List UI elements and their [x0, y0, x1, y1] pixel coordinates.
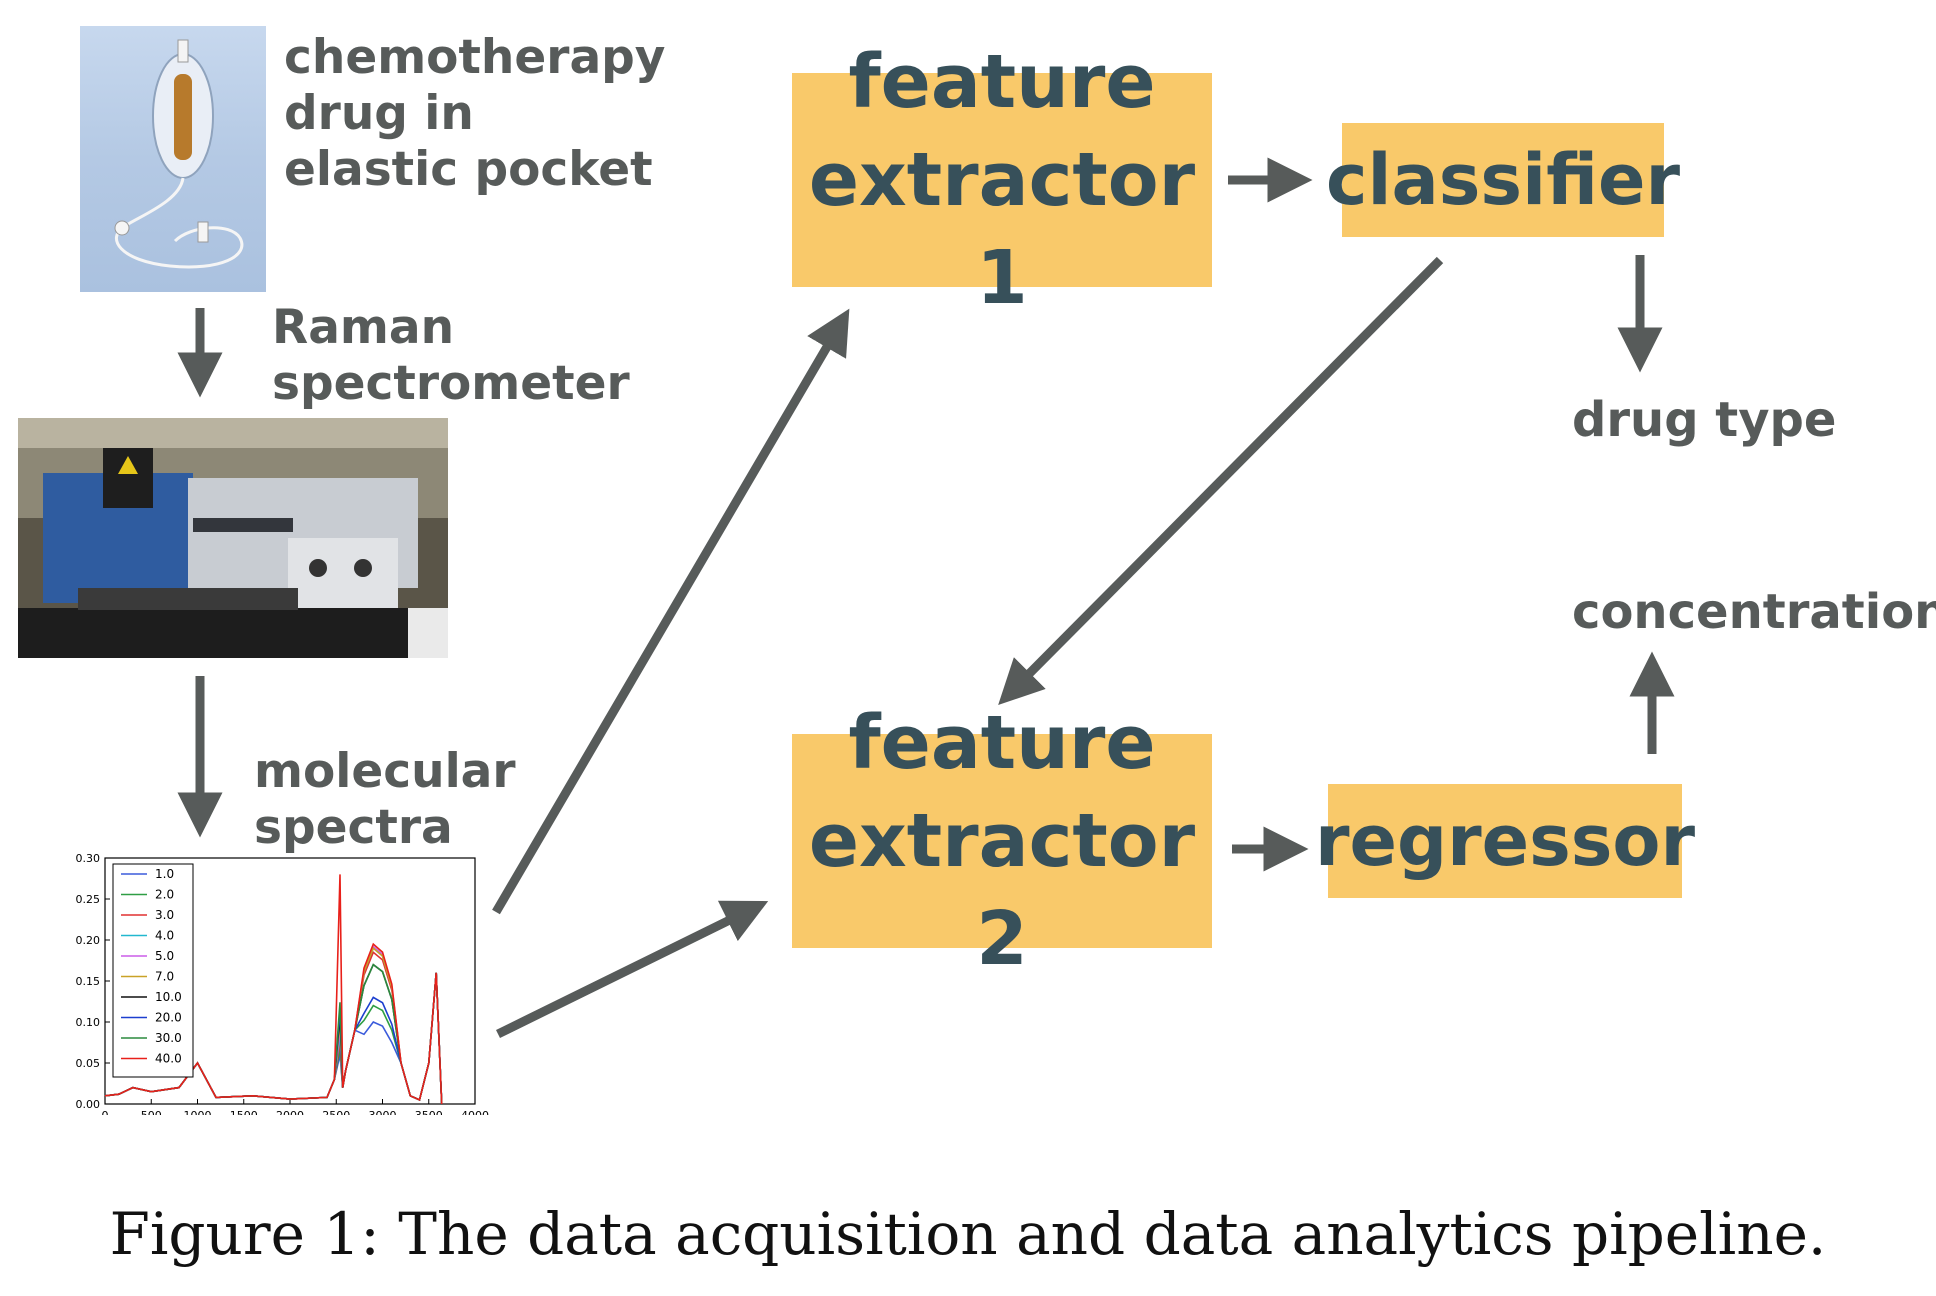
y-tick-label: 0.05: [76, 1057, 101, 1070]
x-tick-label: 500: [141, 1109, 162, 1115]
drug-pocket-photo: [80, 26, 266, 292]
y-tick-label: 0.25: [76, 893, 101, 906]
regressor-box: regressor: [1315, 784, 1695, 898]
spectra-label: molecular spectra: [254, 744, 516, 855]
legend-label: 3.0: [155, 908, 174, 922]
molecular-spectra-chart: 0.00 0.05 0.10 0.15 0.20 0.25 0.30 0 500 1000 1500…: [76, 852, 490, 1115]
x-tick-label: 1500: [230, 1109, 258, 1115]
arrow-spectra-to-fe2: [496, 900, 769, 1039]
concentration-label: concentration: [1572, 584, 1936, 640]
y-tick-label: 0.00: [76, 1098, 101, 1111]
x-tick-label: 4000: [461, 1109, 489, 1115]
x-tick-label: 3500: [415, 1109, 443, 1115]
feature-extractor-1-box: feature extractor 1: [792, 39, 1212, 321]
y-tick-label: 0.20: [76, 934, 101, 947]
legend-label: 1.0: [155, 867, 174, 881]
legend-label: 10.0: [155, 990, 182, 1004]
figure-caption: Figure 1: The data acquisition and data …: [109, 1200, 1827, 1268]
y-tick-label: 0.10: [76, 1016, 101, 1029]
classifier-box: classifier: [1326, 123, 1680, 237]
legend-label: 5.0: [155, 949, 174, 963]
x-tick-label: 2000: [276, 1109, 304, 1115]
arrow-classifier-to-fe2: [998, 256, 1444, 705]
legend-box: [112, 863, 194, 1078]
legend-label: 2.0: [155, 888, 174, 902]
spectrum-line-40.0: [104, 874, 443, 1105]
x-tick-label: 1000: [184, 1109, 212, 1115]
legend-label: 4.0: [155, 929, 174, 943]
drug-label: chemotherapy drug in elastic pocket: [284, 30, 666, 197]
x-tick-label: 2500: [322, 1109, 350, 1115]
drug-type-label: drug type: [1572, 392, 1837, 448]
raman-label: Raman spectrometer: [272, 300, 630, 411]
y-tick-label: 0.15: [76, 975, 101, 988]
arrow-spectra-to-fe1: [492, 308, 850, 915]
x-tick-label: 3000: [369, 1109, 397, 1115]
x-tick-label: 0: [102, 1109, 109, 1115]
legend-label: 40.0: [155, 1052, 182, 1066]
y-tick-label: 0.30: [76, 852, 101, 865]
raman-spectrometer-illustration: [18, 418, 448, 658]
legend-label: 7.0: [155, 970, 174, 984]
feature-extractor-2-box: feature extractor 2: [792, 700, 1212, 982]
drug-pocket-illustration: [114, 39, 244, 269]
raman-spectrometer-photo: [18, 418, 448, 658]
legend-label: 20.0: [155, 1011, 182, 1025]
legend-label: 30.0: [155, 1031, 182, 1045]
